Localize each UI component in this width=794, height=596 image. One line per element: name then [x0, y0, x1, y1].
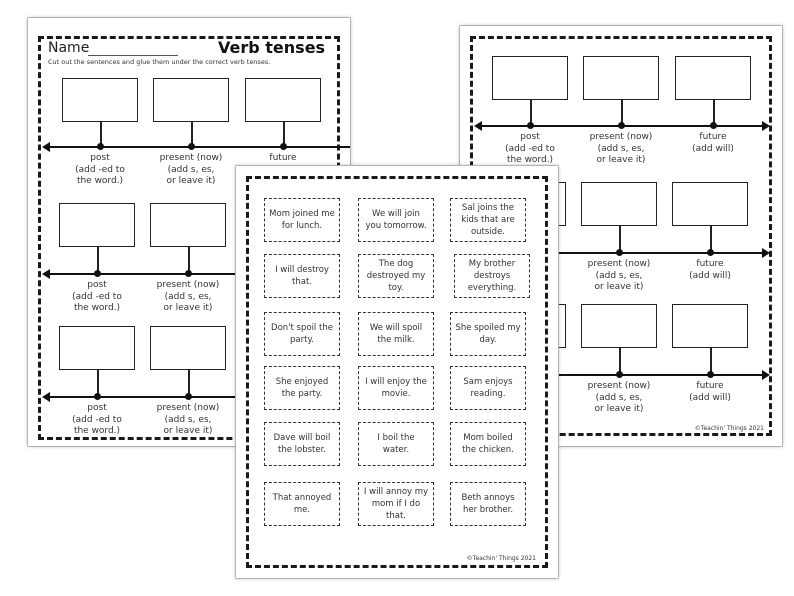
answer-box-future: [672, 182, 748, 226]
sentence-card[interactable]: Sal joins the kids that are outside.: [450, 198, 526, 242]
answer-box-present: [581, 304, 657, 348]
sentence-cards-border: [246, 176, 548, 568]
present-label: present (now) (add s, es, or leave it): [587, 381, 651, 414]
answer-box-past: [59, 203, 135, 247]
timeline-dot: [188, 143, 195, 150]
sentence-card[interactable]: She enjoyed the party.: [264, 366, 340, 410]
sentence-card[interactable]: Mom boiled the chicken.: [450, 422, 526, 466]
answer-box-past: [492, 56, 568, 100]
sentence-card[interactable]: Beth annoys her brother.: [450, 482, 526, 526]
arrow-left-icon: [42, 142, 50, 152]
timeline-dot: [618, 122, 625, 129]
timeline-dot: [94, 270, 101, 277]
sentence-card[interactable]: She spoiled my day.: [450, 312, 526, 356]
future-label: future: [269, 153, 297, 163]
arrow-right-icon: [762, 121, 770, 131]
past-label: post (add -ed to the word.): [505, 132, 555, 165]
sentence-card[interactable]: Sam enjoys reading.: [450, 366, 526, 410]
sentence-card[interactable]: Don't spoil the party.: [264, 312, 340, 356]
sentence-card[interactable]: I boil the water.: [358, 422, 434, 466]
future-label: future (add will): [692, 132, 734, 154]
timeline-dot: [616, 249, 623, 256]
timeline: [48, 146, 350, 148]
present-label: present (now) (add s, es, or leave it): [587, 259, 651, 292]
sentence-cards-page: Mom joined me for lunch. We will join yo…: [236, 166, 558, 578]
timeline: [48, 396, 350, 398]
timeline-dot: [94, 393, 101, 400]
answer-box-past: [62, 78, 138, 122]
timeline: [48, 273, 350, 275]
future-label: future (add will): [689, 259, 731, 281]
arrow-left-icon: [474, 121, 482, 131]
timeline-dot: [707, 371, 714, 378]
sentence-card[interactable]: Dave will boil the lobster.: [264, 422, 340, 466]
past-label: post (add -ed to the word.): [72, 403, 122, 436]
arrow-left-icon: [42, 269, 50, 279]
past-label: post (add -ed to the word.): [72, 280, 122, 313]
worksheet-instructions: Cut out the sentences and glue them unde…: [48, 58, 271, 66]
timeline-dot: [97, 143, 104, 150]
name-label: Name: [48, 40, 90, 56]
answer-box-present: [581, 182, 657, 226]
timeline-dot: [710, 122, 717, 129]
sentence-card[interactable]: We will spoil the milk.: [358, 312, 434, 356]
timeline-dot: [616, 371, 623, 378]
answer-box-future: [245, 78, 321, 122]
sentence-card[interactable]: We will join you tomorrow.: [358, 198, 434, 242]
copyright-text: ©Teachin' Things 2021: [466, 555, 536, 562]
answer-box-present: [150, 203, 226, 247]
answer-box-future: [672, 304, 748, 348]
timeline-dot: [185, 393, 192, 400]
sentence-card[interactable]: The dog destroyed my toy.: [358, 254, 434, 298]
past-label: post (add -ed to the word.): [75, 153, 125, 186]
answer-box-present: [153, 78, 229, 122]
present-label: present (now) (add s, es, or leave it): [589, 132, 653, 165]
name-line: [88, 55, 178, 56]
arrow-right-icon: [762, 370, 770, 380]
sentence-card[interactable]: That annoyed me.: [264, 482, 340, 526]
answer-box-present: [150, 326, 226, 370]
timeline-dot: [527, 122, 534, 129]
sentence-card[interactable]: Mom joined me for lunch.: [264, 198, 340, 242]
sentence-card[interactable]: I will enjoy the movie.: [358, 366, 434, 410]
worksheet-title: Verb tenses: [218, 38, 326, 57]
arrow-right-icon: [762, 248, 770, 258]
timeline-dot: [707, 249, 714, 256]
future-label: future (add will): [689, 381, 731, 403]
present-label: present (now) (add s, es, or leave it): [156, 403, 220, 436]
present-label: present (now) (add s, es, or leave it): [156, 280, 220, 313]
copyright-text: ©Teachin' Things 2021: [694, 425, 764, 432]
sentence-card[interactable]: I will annoy my mom if I do that.: [358, 482, 434, 526]
sentence-card[interactable]: I will destroy that.: [264, 254, 340, 298]
answer-box-future: [675, 56, 751, 100]
timeline-dot: [185, 270, 192, 277]
answer-box-present: [583, 56, 659, 100]
sentence-card[interactable]: My brother destroys everything.: [454, 254, 530, 298]
arrow-left-icon: [42, 392, 50, 402]
timeline-dot: [280, 143, 287, 150]
present-label: present (now) (add s, es, or leave it): [159, 153, 223, 186]
answer-box-past: [59, 326, 135, 370]
